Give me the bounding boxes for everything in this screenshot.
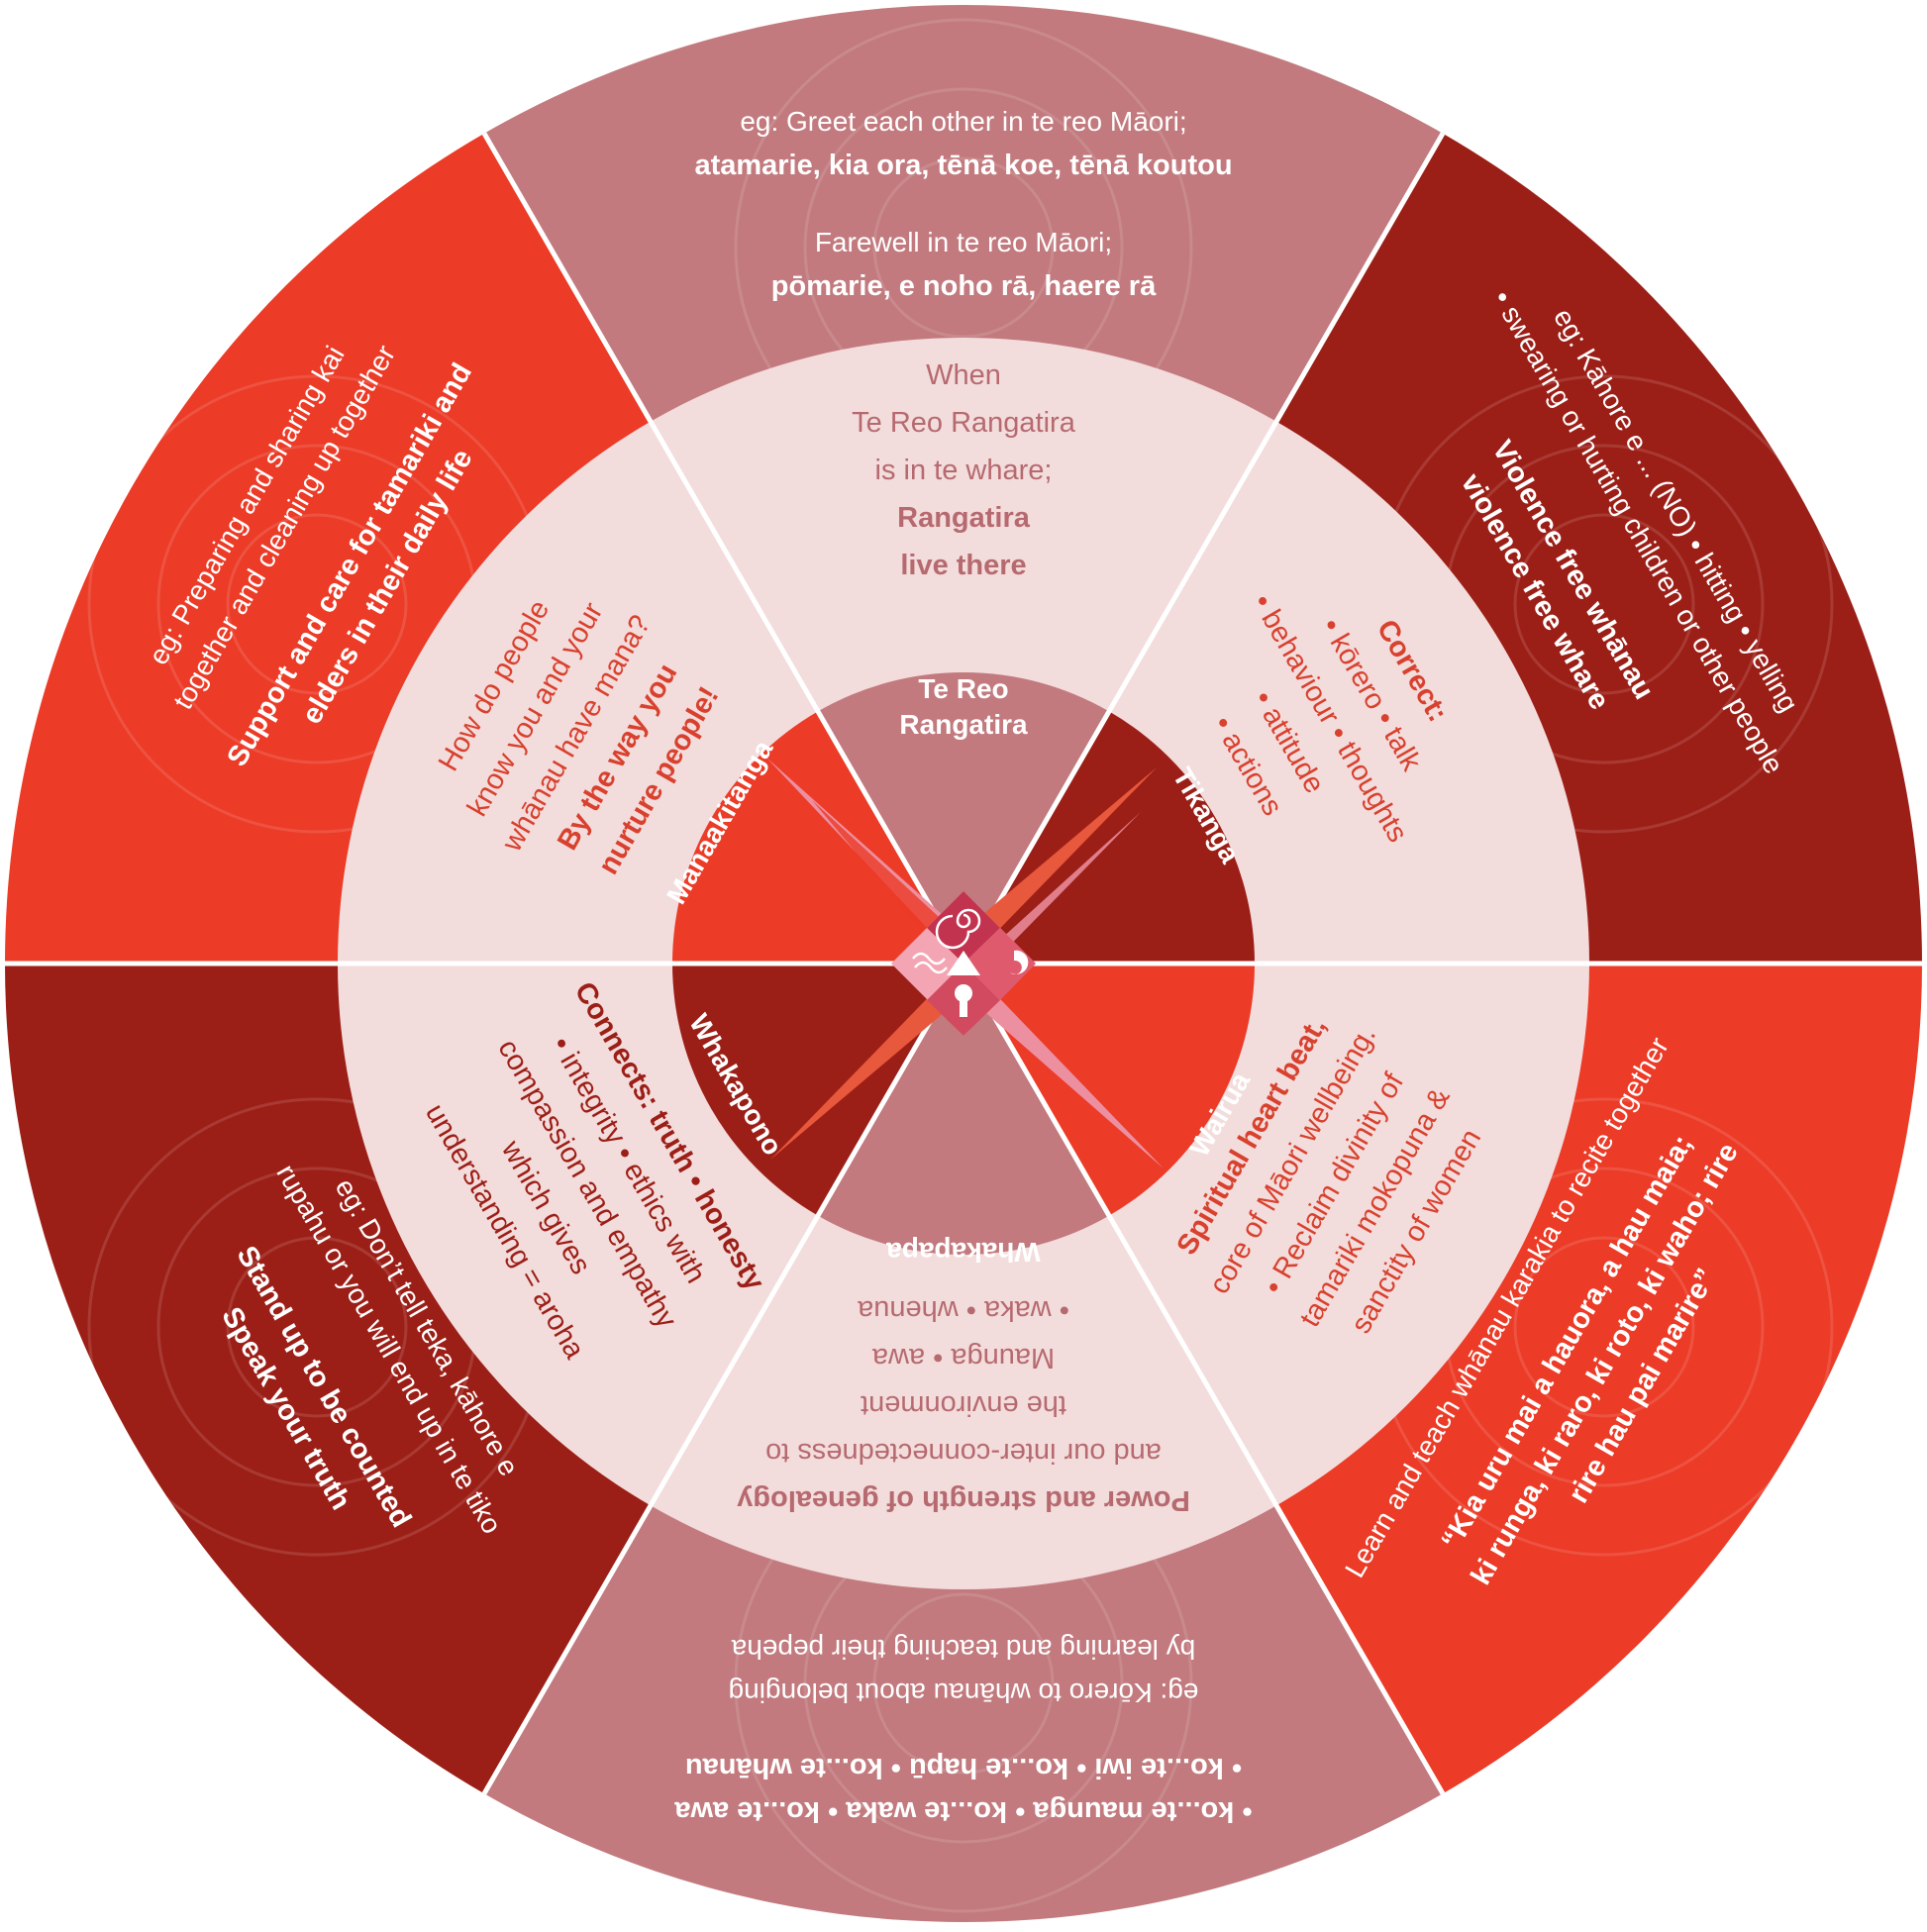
middle-text-tikanga: Correct: • kōrero • talk • behaviour • t…: [1206, 589, 1454, 848]
spiral-icon: [935, 908, 981, 950]
middle-text-line: live there: [900, 550, 1026, 581]
star-blade-pink-ne: [980, 812, 1141, 975]
inner-sector-wairua: [964, 964, 1255, 1216]
middle-text-line: Rangatira: [897, 502, 1031, 534]
star-blade-orange-ne: [964, 767, 1157, 949]
inner-sector-te-reo-rangatira: [818, 672, 1109, 964]
outer-text-line: pōmarie, e noho rā, haere rā: [771, 270, 1157, 302]
inner-sector-whakapono: [672, 964, 964, 1216]
middle-text-line: • waka • whenua: [857, 1294, 1069, 1326]
center-star: [766, 758, 1164, 1169]
middle-text-te-reo-rangatira: When Te Reo Rangatira is in te whare; Ra…: [852, 359, 1076, 581]
tree-icon: [955, 984, 972, 1017]
middle-text-whakapapa: Power and strength of genealogy and our …: [737, 1294, 1190, 1516]
outer-text-line: by learning and teaching their pepeha: [731, 1634, 1195, 1665]
middle-text-line: the environment: [861, 1389, 1066, 1421]
inner-ring: [672, 672, 1255, 1255]
outer-text-line: • ko...te iwi • ko...te hapū • ko...te w…: [685, 1752, 1242, 1783]
inner-sector-whakapapa: [818, 964, 1109, 1255]
middle-text-line: Te Reo Rangatira: [852, 407, 1076, 439]
middle-text-line: is in te whare;: [875, 455, 1053, 486]
inner-sector-tikanga: [964, 711, 1255, 964]
outer-text-line: eg: Greet each other in te reo Māori;: [740, 106, 1186, 137]
inner-label-whakapapa: Whakapapa: [886, 1237, 1041, 1268]
inner-label-line: Whakapapa: [886, 1237, 1041, 1268]
outer-text-line: Farewell in te reo Māori;: [815, 227, 1112, 257]
star-blade-pink-nw: [766, 758, 980, 949]
outer-text-whakapapa: • ko...te maunga • ko...te waka • ko...t…: [674, 1634, 1253, 1827]
middle-text-line: When: [926, 359, 1001, 391]
middle-text-line: Maunga • awa: [871, 1342, 1055, 1373]
outer-text-line: • ko...te maunga • ko...te waka • ko...t…: [674, 1795, 1253, 1827]
star-blade-orange-sw: [770, 978, 964, 1160]
outer-text-line: atamarie, kia ora, tēnā koe, tēnā koutou: [694, 150, 1232, 181]
inner-label-line: Te Reo: [918, 673, 1008, 704]
outer-text-te-reo-rangatira: eg: Greet each other in te reo Māori; at…: [694, 106, 1232, 302]
mountain-icon: [947, 951, 980, 975]
middle-text-line: and our inter-connectedness to: [765, 1437, 1162, 1469]
middle-text-line: Power and strength of genealogy: [737, 1484, 1190, 1516]
wave-icon: [912, 952, 948, 974]
inner-label-line: Rangatira: [899, 709, 1028, 740]
koru-icon: [1010, 950, 1029, 974]
star-blade-pink-se: [947, 978, 1164, 1169]
inner-label-te-reo-rangatira: Te Reo Rangatira: [899, 673, 1028, 740]
inner-sector-manaakitanga: [672, 711, 964, 964]
outer-text-line: eg: Kōrero to whānau about belonging: [729, 1678, 1199, 1708]
star-center-diamond-right: [964, 928, 1036, 1000]
